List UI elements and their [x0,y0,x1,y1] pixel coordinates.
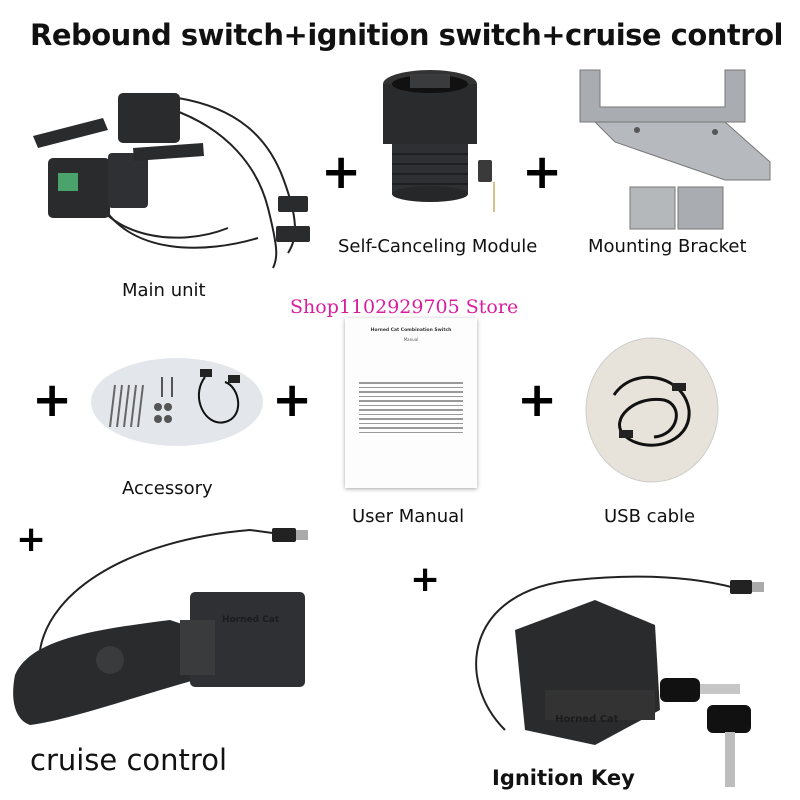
plus-icon: + [272,372,313,428]
plus-icon: + [522,144,563,200]
mounting-bracket-image [575,62,785,237]
usb-cable-image [584,335,720,485]
self-canceling-module-image [370,62,520,232]
plus-icon: + [32,372,73,428]
manual-doc-title: Horned Cat Combination Switch [370,328,452,333]
main-unit-label: Main unit [122,280,206,301]
plus-icon: + [16,519,47,560]
mounting-bracket-label: Mounting Bracket [588,236,747,257]
usb-cable-label: USB cable [604,506,696,527]
main-unit-image [28,78,328,278]
self-canceling-module-label: Self-Canceling Module [338,236,538,257]
manual-doc-subtitle: Manual [403,337,419,342]
cruise-device-text: Horned Cat [222,615,280,625]
plus-icon: + [321,144,362,200]
user-manual-label: User Manual [352,506,465,527]
ignition-key-label: Ignition Key [492,766,635,790]
accessory-label: Accessory [122,478,213,499]
page-title: Rebound switch+ignition switch+cruise co… [30,18,783,52]
cruise-control-image: Horned Cat [10,520,320,735]
plus-icon: + [410,559,441,600]
ignition-key-image: Horned Cat [455,560,775,800]
ignition-device-text: Horned Cat [555,714,619,725]
plus-icon: + [517,372,558,428]
user-manual-image: Horned Cat Combination Switch Manual [345,318,477,488]
store-watermark: Shop1102929705 Store [290,296,519,318]
cruise-control-label: cruise control [30,743,227,777]
accessory-image [90,357,265,447]
